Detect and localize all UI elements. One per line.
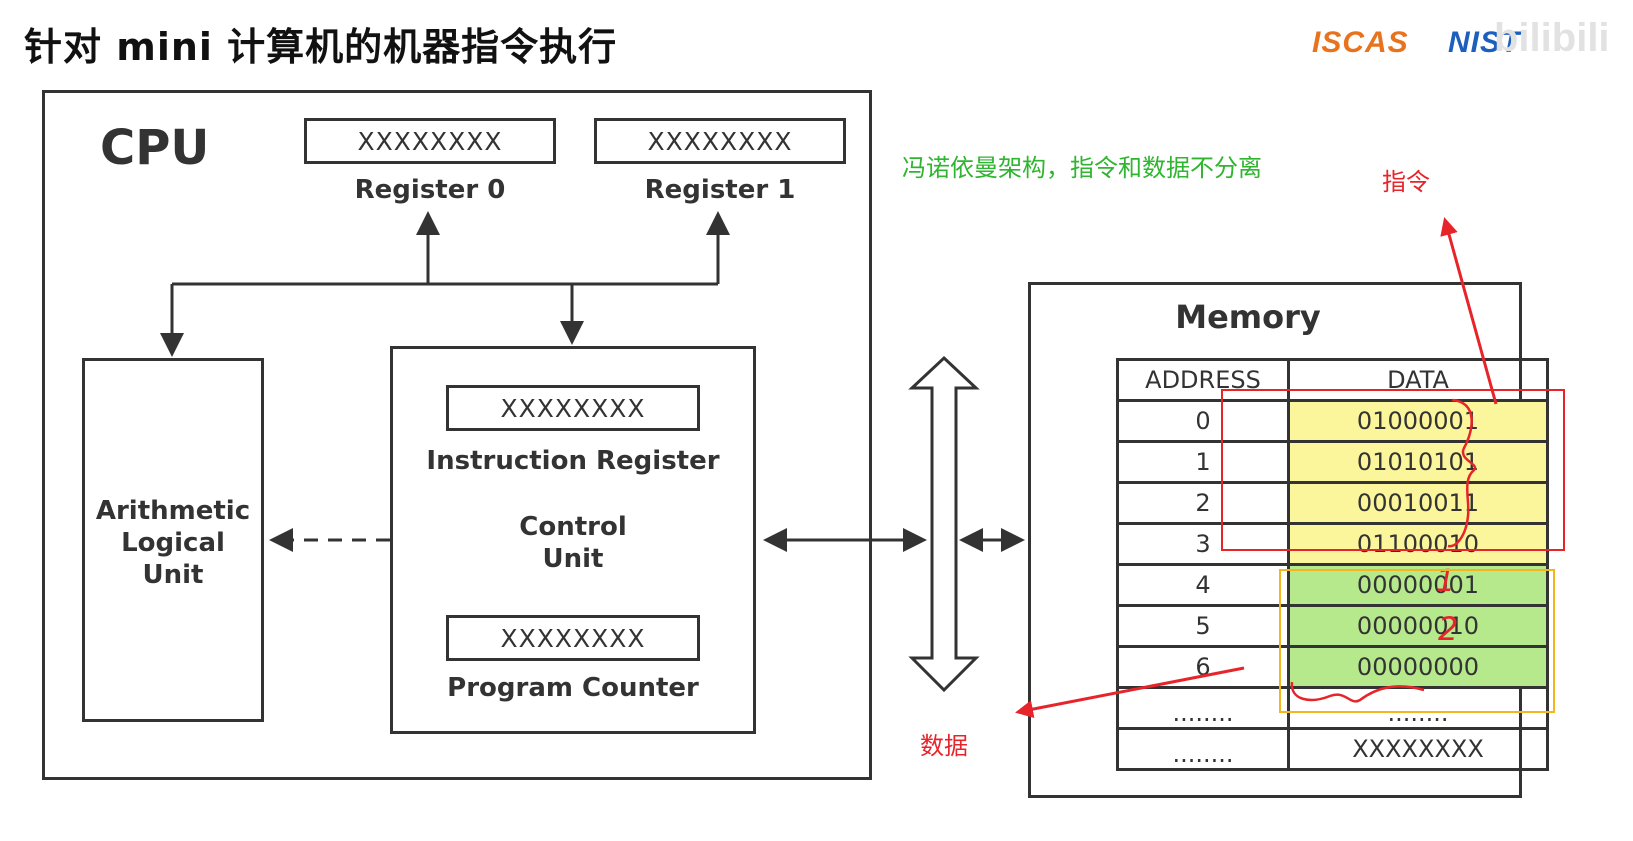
instructions-highlight-box <box>1221 389 1565 551</box>
memory-address-cell: 6 <box>1116 645 1290 689</box>
control-unit-label-line1: Control <box>519 512 627 542</box>
memory-data-cell: 00010011 <box>1287 481 1549 525</box>
data-header: DATA <box>1287 358 1549 402</box>
data-highlight-box <box>1279 569 1555 713</box>
memory-data-cell: 01100010 <box>1287 522 1549 566</box>
page-title: 针对 mini 计算机的机器指令执行 <box>24 25 618 69</box>
memory-address-cell: 3 <box>1116 522 1290 566</box>
handwritten-2: 2 <box>1438 610 1459 648</box>
instructions-annotation: 指令 <box>1382 168 1430 196</box>
memory-address-cell: 2 <box>1116 481 1290 525</box>
memory-title: Memory <box>1175 298 1321 336</box>
memory-data-cell: 01010101 <box>1287 440 1549 484</box>
memory-address-cell: 1 <box>1116 440 1290 484</box>
alu-box <box>82 358 264 722</box>
register-0-box: XXXXXXXX <box>304 118 556 164</box>
instructions-pointer-arrow <box>1440 217 1498 405</box>
handwritten-brace <box>1447 398 1477 548</box>
memory-address-cell: 0 <box>1116 399 1290 443</box>
von-neumann-note: 冯诺依曼架构，指令和数据不分离 <box>902 154 1262 182</box>
memory-row: ................ <box>1116 686 1549 730</box>
memory-address-cell: ........ <box>1116 686 1290 730</box>
data-pointer-arrow <box>1015 666 1245 718</box>
memory-data-cell: 01000001 <box>1287 399 1549 443</box>
memory-address-cell: ........ <box>1116 727 1290 771</box>
alu-label-line2: Logical <box>121 528 225 558</box>
instruction-register-box: XXXXXXXX <box>446 385 700 431</box>
alu-label-line3: Unit <box>142 560 204 590</box>
program-counter-label: Program Counter <box>447 673 699 703</box>
register-1-label: Register 1 <box>644 175 796 205</box>
iscas-logo: ISCAS <box>1312 26 1409 59</box>
handwritten-1: 1 <box>1436 564 1456 599</box>
memory-header-row: ADDRESS DATA <box>1116 358 1549 402</box>
memory-data-cell: XXXXXXXX <box>1287 727 1549 771</box>
bilibili-watermark: bilibili <box>1494 16 1610 60</box>
program-counter-box: XXXXXXXX <box>446 615 700 661</box>
address-header: ADDRESS <box>1116 358 1290 402</box>
register-0-label: Register 0 <box>354 175 506 205</box>
memory-address-cell: 5 <box>1116 604 1290 648</box>
alu-label-line1: Arithmetic <box>95 496 251 526</box>
memory-address-cell: 4 <box>1116 563 1290 607</box>
memory-data-cell: 00000010 <box>1287 604 1549 648</box>
memory-row: ........XXXXXXXX <box>1116 727 1549 771</box>
data-annotation: 数据 <box>920 732 968 760</box>
handwritten-squiggle <box>1290 681 1425 703</box>
system-bus-arrow <box>908 355 980 693</box>
control-unit-label-line2: Unit <box>542 544 604 574</box>
instruction-register-label: Instruction Register <box>426 446 720 476</box>
cpu-label: CPU <box>100 120 210 176</box>
register-1-box: XXXXXXXX <box>594 118 846 164</box>
nist-logo: NIST <box>1448 26 1521 59</box>
memory-data-cell: 00000000 <box>1287 645 1549 689</box>
